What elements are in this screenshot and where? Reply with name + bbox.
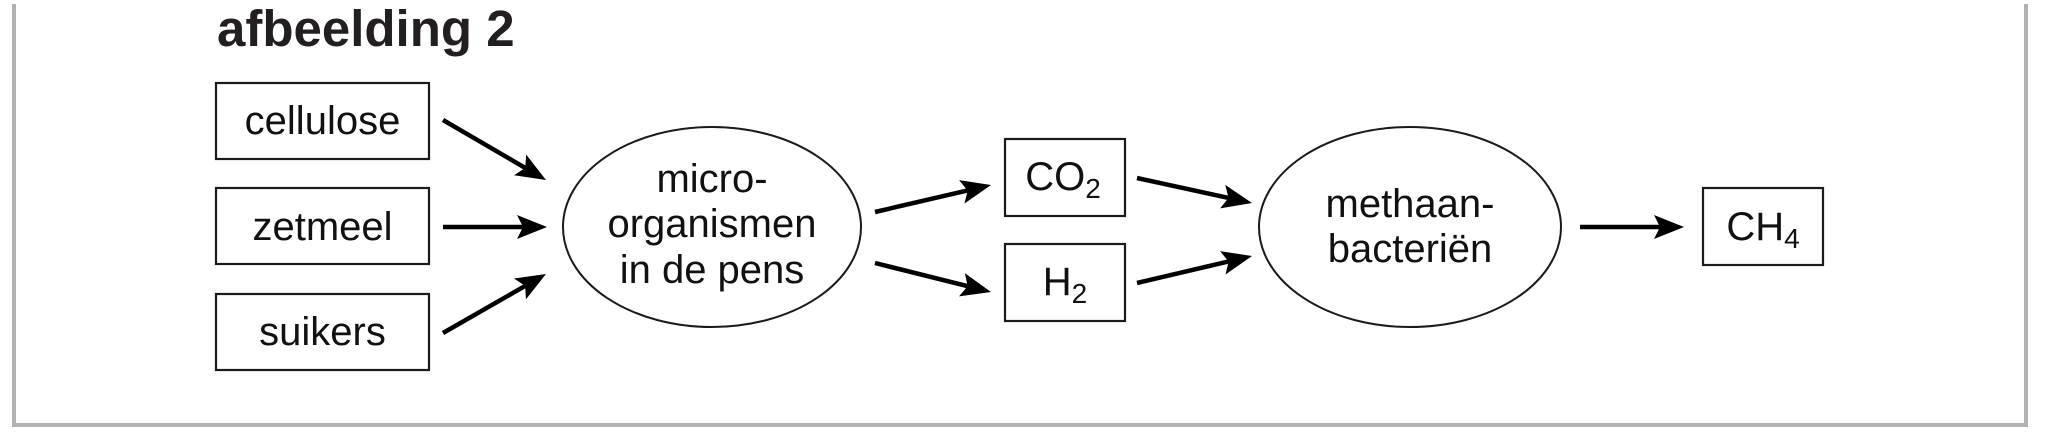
arrow-head-icon: [1654, 215, 1684, 239]
input-box-cellulose: cellulose: [214, 81, 431, 161]
arrow-cellulose-to-micro-organismen-in-de-pens: [441, 118, 546, 180]
arrows-layer: [441, 118, 1684, 335]
arrow-suikers-to-micro-organismen-in-de-pens: [441, 274, 546, 335]
arrow-shaft: [1136, 175, 1230, 201]
arrow-shaft: [874, 260, 969, 289]
input-box-zetmeel: zetmeel: [214, 186, 431, 266]
arrow-shaft: [441, 118, 527, 170]
arrow-micro-organismen-in-de-pens-to-h2: [874, 260, 991, 297]
figure-title: afbeelding 2: [217, 0, 515, 57]
co2-subscript: 2: [1085, 173, 1101, 204]
arrow-methaanbacteri-n-to-ch4: [1580, 215, 1684, 239]
arrow-head-icon: [514, 154, 546, 180]
h2-subscript: 2: [1072, 278, 1088, 309]
node-methaanbacterien: methaan- bacteriën: [1258, 126, 1562, 328]
co2-formula: CO2: [1025, 155, 1101, 204]
arrow-co2-to-methaanbacteri-n: [1136, 175, 1252, 209]
product-box-ch4: CH4: [1701, 186, 1825, 267]
arrow-head-icon: [959, 180, 991, 204]
h2-base: H: [1043, 260, 1072, 304]
arrow-micro-organismen-in-de-pens-to-co2: [874, 180, 991, 215]
arrow-head-icon: [517, 215, 547, 239]
input-box-suikers: suikers: [214, 292, 431, 372]
arrow-shaft: [1136, 259, 1230, 286]
input-label-cellulose: cellulose: [245, 99, 401, 143]
arrow-head-icon: [958, 273, 991, 297]
h2-formula: H2: [1043, 260, 1087, 309]
node-micro-organismen: micro- organismen in de pens: [562, 126, 862, 328]
input-label-zetmeel: zetmeel: [252, 205, 392, 249]
arrow-head-icon: [514, 274, 546, 300]
ch4-base: CH: [1726, 205, 1784, 249]
micro-organismen-line-1: micro-: [656, 157, 767, 201]
input-label-suikers: suikers: [259, 310, 386, 354]
intermediate-box-h2: H2: [1003, 242, 1127, 323]
arrow-zetmeel-to-micro-organismen-in-de-pens: [443, 215, 547, 239]
ch4-formula: CH4: [1726, 205, 1799, 254]
arrow-shaft: [874, 188, 969, 215]
arrow-h2-to-methaanbacteri-n: [1136, 251, 1252, 286]
arrow-head-icon: [1220, 184, 1252, 209]
co2-base: CO: [1025, 155, 1085, 199]
micro-organismen-line-3: in de pens: [620, 248, 805, 292]
micro-organismen-line-2: organismen: [607, 202, 816, 246]
methaanbacterien-line-2: bacteriën: [1328, 227, 1493, 271]
ch4-subscript: 4: [1784, 223, 1800, 254]
methaanbacterien-line-1: methaan-: [1326, 182, 1495, 226]
arrow-shaft: [441, 283, 527, 335]
arrow-head-icon: [1220, 251, 1252, 275]
intermediate-box-co2: CO2: [1003, 137, 1127, 218]
